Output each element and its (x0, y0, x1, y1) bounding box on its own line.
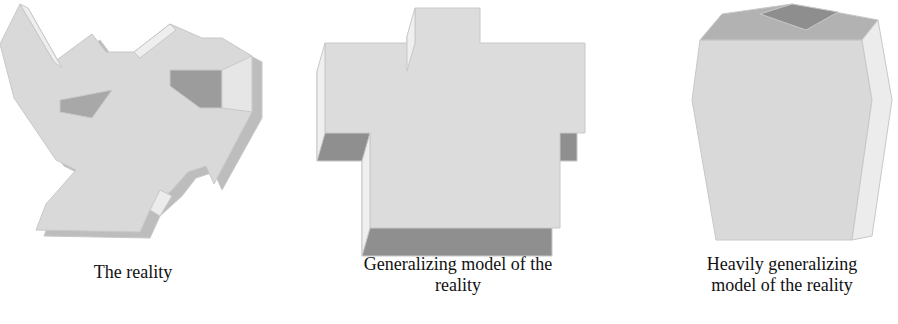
caption: The reality (33, 262, 233, 283)
block-solid (692, 4, 892, 240)
irregular-solid (0, 4, 262, 238)
caption: Heavily generalizing model of the realit… (692, 254, 872, 296)
caption: Generalizing model of the reality (363, 254, 553, 296)
cross-solid (317, 8, 585, 256)
